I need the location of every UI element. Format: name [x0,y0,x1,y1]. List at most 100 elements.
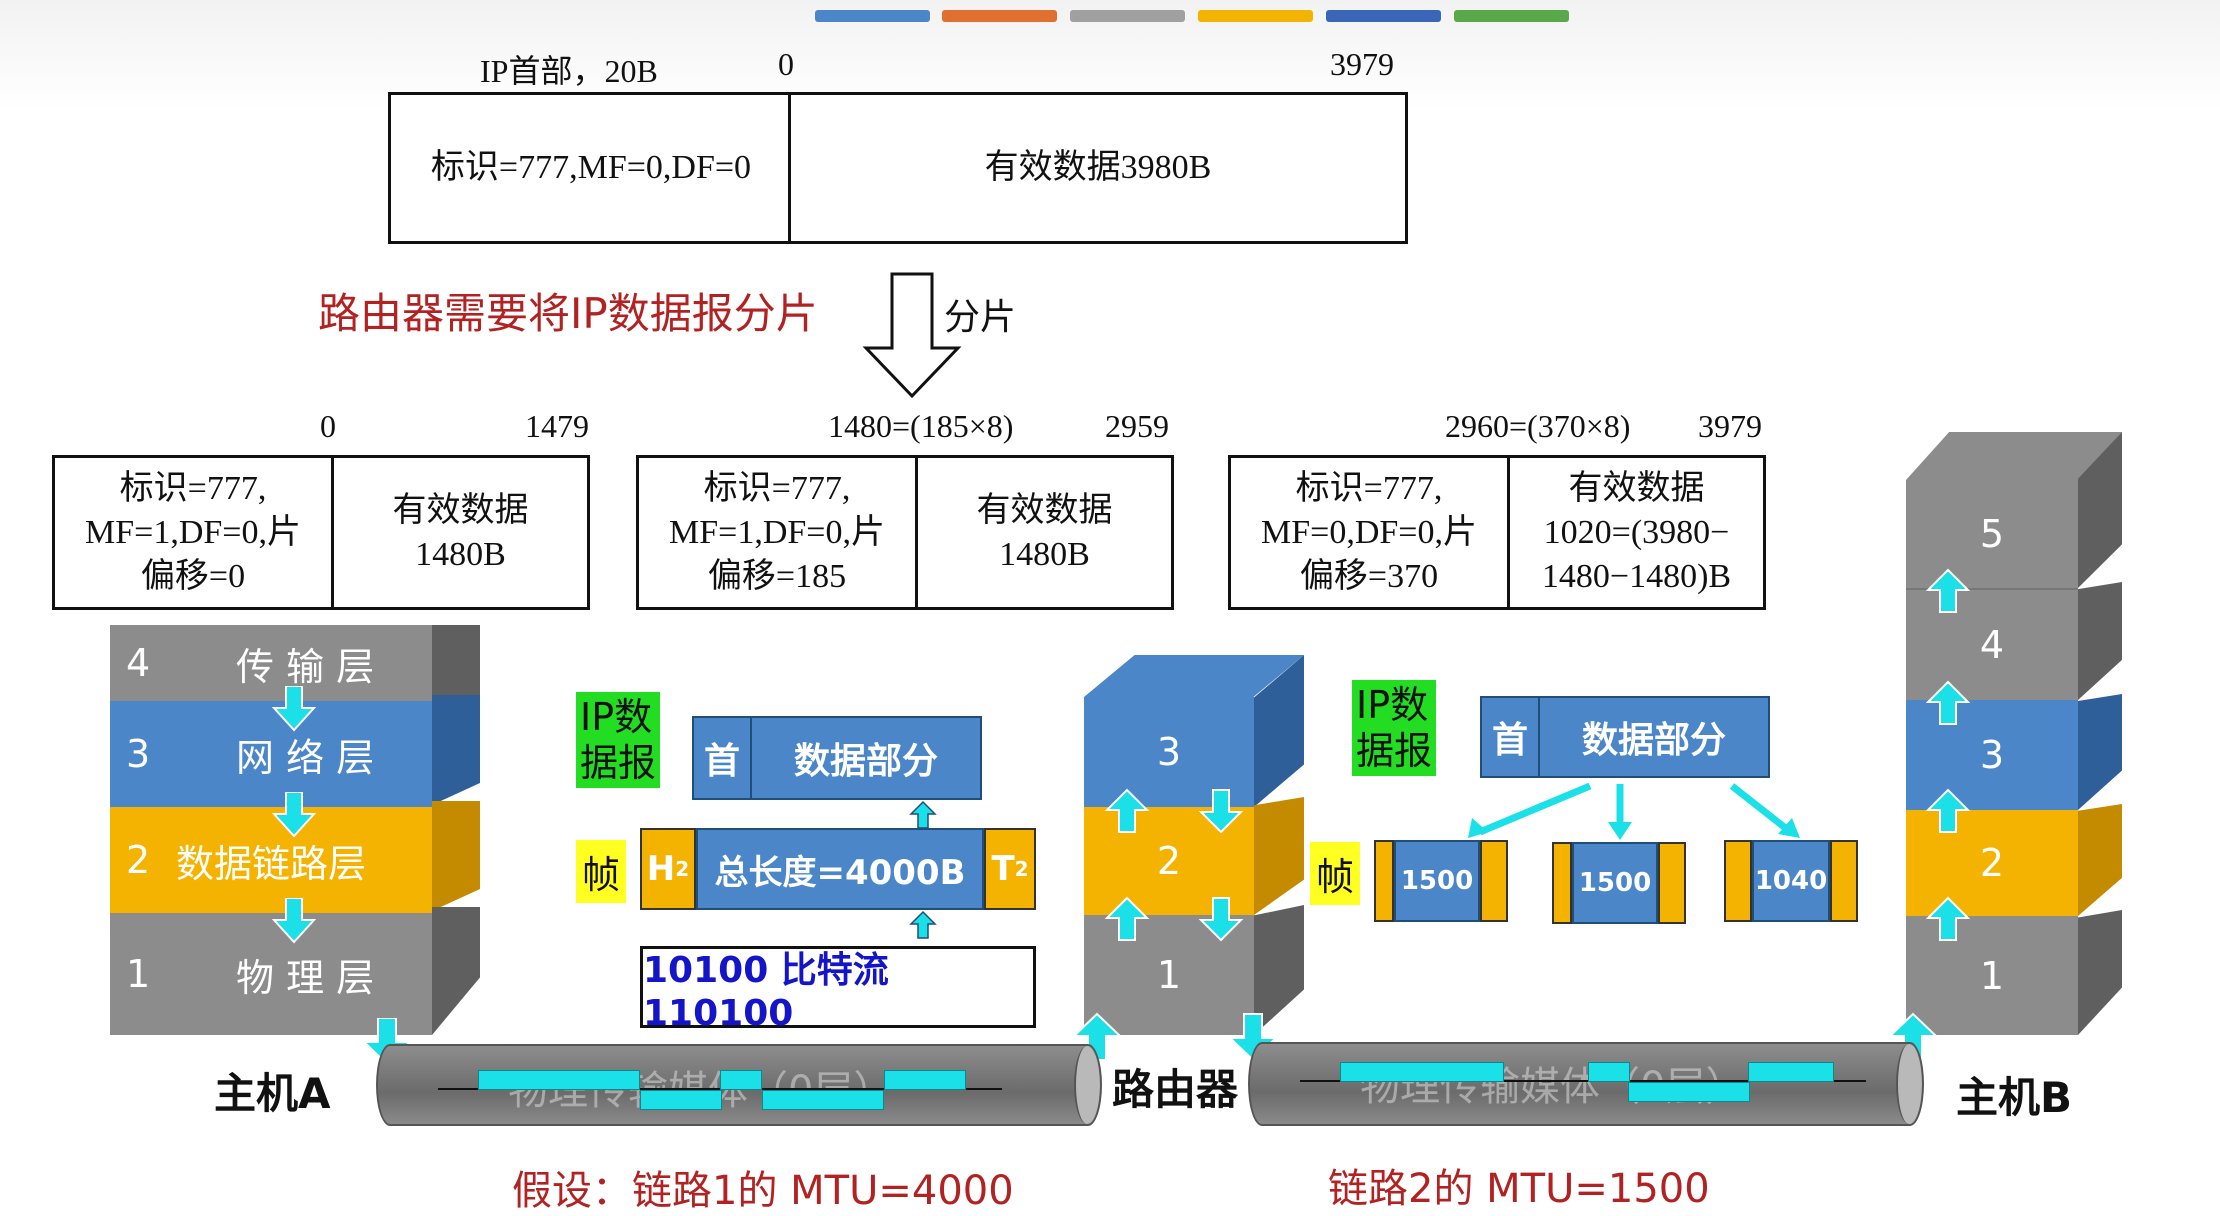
color-bar-3 [1070,10,1185,22]
host-a-layer-1-name: 物 理 层 [236,955,375,1000]
medium-right-bit-3 [1588,1062,1630,1082]
host-a-side-1 [432,907,480,1035]
fragment-2-header: 标识=777, MF=1,DF=0,片 偏移=185 [669,469,885,595]
host-b-layer-5: 5 [1906,480,2078,588]
medium-left-end-cap [1074,1046,1100,1124]
mtu-link-2: 链路2的 MTU=1500 [1328,1166,1710,1212]
host-b-label: 主机B [1956,1073,2073,1122]
medium-left-bit-1 [478,1070,640,1090]
host-b-layer-2-num: 2 [1979,841,2005,885]
right-ip-datagram: 首 数据部分 [1480,696,1770,778]
original-header-cell: 标识=777,MF=0,DF=0 [430,149,752,186]
host-a-layer-2-name: 数据链路层 [176,841,367,886]
router-layer-3: 3 [1084,697,1254,807]
fragment-notice: 路由器需要将IP数据报分片 [318,289,818,338]
router-down-arrow-2-1 [1198,897,1244,942]
fragment-3-header: 标识=777, MF=0,DF=0,片 偏移=370 [1261,469,1477,595]
host-b-arrow-1-2 [1926,896,1970,941]
host-a-side-3 [432,695,480,805]
ip-header-label: IP首部，20B [480,53,658,89]
left-ip-header-cell: 首 [694,718,752,798]
medium-right-end-cap [1896,1044,1922,1124]
left-ip-datagram: 首 数据部分 [692,716,982,800]
router-down-arrow-3-2 [1198,789,1244,834]
fragment-1-start: 0 [320,408,336,444]
router-up-arrow-from-medium [1072,1012,1122,1061]
fragment-2-payload: 有效数据 1480B [976,491,1113,573]
right-frame-3: 1040 [1724,840,1858,922]
right-frame-3-head [1724,840,1752,922]
left-frame-h2-letter: H [646,849,676,889]
host-a-layer-3-num: 3 [126,732,151,776]
host-b-arrow-from-medium [1888,1012,1938,1061]
host-b-layer-4: 4 [1906,588,2078,700]
right-frame-1-head [1374,840,1394,922]
right-frame-1: 1500 [1374,840,1508,922]
host-b-arrow-4-5 [1926,568,1970,613]
router-side-2 [1254,797,1304,915]
original-offset-start: 0 [778,46,794,82]
host-a-stack: 4 传 输 层 3 网 络 层 2 数据链路层 1 物 理 层 [110,625,480,1035]
host-b-layer-4-num: 4 [1979,623,2005,667]
right-frame-3-tail [1830,840,1858,922]
host-a-layer-3: 3 网 络 层 [110,701,432,807]
host-a-side-4 [432,625,480,695]
host-a-layer-3-name: 网 络 层 [236,735,375,780]
left-frame-t2-sub: 2 [1014,857,1029,881]
router-layer-3-num: 3 [1156,730,1182,774]
fragment-1-end: 1479 [525,408,589,444]
host-a-layer-4-num: 4 [126,641,151,685]
original-divider [788,95,791,241]
router-stack: 3 2 1 [1084,655,1304,1035]
right-split-arrows [1468,782,1800,840]
color-bar-5 [1326,10,1441,22]
left-ip-datagram-label: IP数 据报 [576,692,661,788]
host-b-stack: 5 4 3 2 1 [1906,432,2122,1035]
right-ip-data-cell: 数据部分 [1581,720,1726,761]
host-b-layer-1-num: 1 [1979,953,2005,998]
right-frame-2: 1500 [1552,842,1686,924]
host-b-layer-5-num: 5 [1979,512,2005,556]
router-layer-2-num: 2 [1156,839,1182,883]
right-frame-3-size: 1040 [1752,840,1830,922]
medium-right-bit-5 [1748,1062,1834,1082]
fragment-2: 标识=777, MF=1,DF=0,片 偏移=185 有效数据 1480B [636,455,1174,610]
right-frame-1-size: 1500 [1394,840,1480,922]
host-b-arrow-2-3 [1926,788,1970,833]
host-b-side-4 [2078,582,2122,700]
host-a-arrow-3-2 [272,792,316,838]
right-frame-2-tail [1658,842,1686,924]
left-up-arrow-2 [909,910,937,939]
medium-right-line [1300,1080,1866,1082]
host-a-arrow-2-1 [272,898,316,944]
host-a-arrow-4-3 [272,686,316,732]
medium-right: 物理传输媒体（0层） [1248,1042,1924,1126]
router-up-arrow-2-3 [1104,788,1150,833]
left-frame-h2-sub: 2 [675,857,690,881]
medium-left-bit-5 [884,1070,966,1090]
medium-left-bit-3 [720,1070,762,1090]
fragment-arrow-label: 分片 [944,297,1017,337]
fragment-1: 标识=777, MF=1,DF=0,片 偏移=0 有效数据 1480B [52,455,590,610]
host-a-layer-1: 1 物 理 层 [110,913,432,1035]
fragment-2-divider [915,458,918,607]
fragment-1-divider [331,458,334,607]
fragment-3-end: 3979 [1698,408,1762,444]
right-ip-datagram-label: IP数 据报 [1352,680,1437,776]
fragment-1-header: 标识=777, MF=1,DF=0,片 偏移=0 [85,469,301,595]
host-b-arrow-3-4 [1926,680,1970,725]
host-b-side-1 [2078,910,2122,1035]
host-b-side-2 [2078,804,2122,916]
router-layer-1-num: 1 [1156,953,1182,997]
host-a-layer-2: 2 数据链路层 [110,807,432,913]
original-packet: 标识=777,MF=0,DF=0 有效数据3980B [388,92,1408,244]
host-a-side-2 [432,801,480,911]
router-layer-2: 2 [1084,807,1254,915]
fragment-down-arrow [862,272,962,399]
color-bar-1 [815,10,930,22]
medium-left-bit-2 [640,1090,722,1110]
host-b-layer-2: 2 [1906,810,2078,916]
fragment-1-payload: 有效数据 1480B [392,491,529,573]
